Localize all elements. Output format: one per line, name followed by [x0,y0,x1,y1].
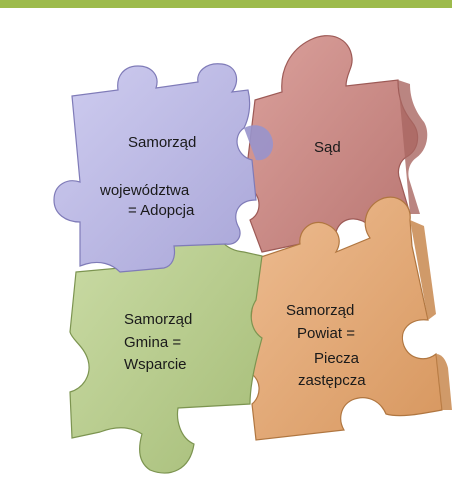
label-powiat-2: Powiat = [297,325,355,342]
label-powiat-4: zastępcza [298,372,366,389]
label-sad: Sąd [314,139,341,156]
puzzle-piece-powiat [239,196,452,441]
puzzle-piece-wojewodztwo [53,63,274,273]
top-accent-bar [0,0,452,8]
label-wojewodztwo-1: Samorząd [128,134,197,151]
label-wojewodztwo-2: województwa [100,182,190,199]
label-powiat-3: Piecza [314,350,360,367]
label-gmina-3: Wsparcie [124,356,187,373]
label-gmina-2: Gmina = [124,334,182,351]
label-gmina-1: Samorząd [124,311,193,328]
label-powiat-1: Samorząd [286,302,355,319]
label-wojewodztwo-3: = Adopcja [128,202,195,219]
puzzle-piece-sad [242,35,428,253]
